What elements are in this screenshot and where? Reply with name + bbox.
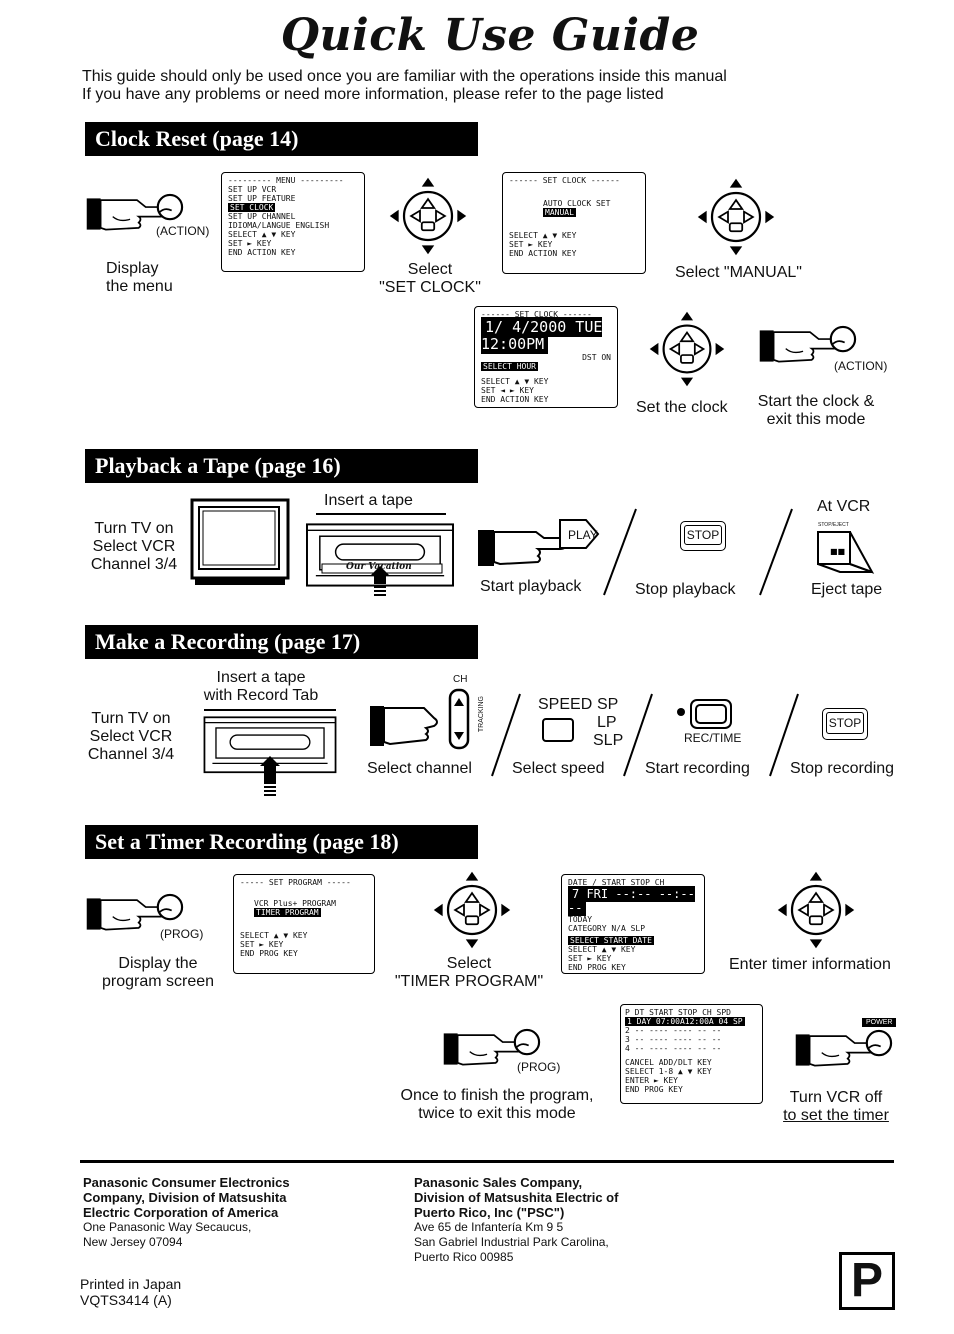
speed-slp: SLP <box>593 732 624 749</box>
turn-tv-caption: Turn TV on Select VCR Channel 3/4 <box>90 520 178 573</box>
intro-text: This guide should only be used once you … <box>82 68 727 104</box>
speed-label: SPEED <box>538 696 593 713</box>
select-manual-caption: Select "MANUAL" <box>675 264 802 281</box>
start-clock-caption: Start the clock & exit this mode <box>757 393 875 428</box>
set-the-clock-caption: Set the clock <box>636 399 728 416</box>
channel-hand-icon <box>370 688 470 750</box>
play-hand-icon <box>478 519 600 566</box>
tape-label: Our Vacation <box>346 562 412 572</box>
enter-timer-info-caption: Enter timer information <box>729 956 891 973</box>
timer-heading: Set a Timer Recording (page 18) <box>85 825 478 859</box>
set-clock-screen: ------ SET CLOCK ------ AUTO CLOCK SET M… <box>502 172 646 274</box>
turn-vcr-off-caption: Turn VCR off to set the timer <box>783 1089 889 1124</box>
speed-lp: LP <box>597 714 617 731</box>
recording-heading: Make a Recording (page 17) <box>85 625 478 659</box>
program-list-screen: P DT START STOP CH SPD 1 DAY 07:00A12:00… <box>620 1004 763 1104</box>
eject-key-label: STOP/EJECT <box>818 522 849 528</box>
separator-slash <box>623 693 653 777</box>
speed-sp: SP <box>597 696 619 713</box>
select-set-clock-caption: Select "SET CLOCK" <box>379 261 481 296</box>
insert-tape-caption: Insert a tape <box>324 492 413 509</box>
action-label: (ACTION) <box>156 224 210 238</box>
page-title: Quick Use Guide <box>280 10 700 61</box>
clock-reset-heading: Clock Reset (page 14) <box>85 122 478 156</box>
dpad-icon <box>432 870 512 950</box>
prog-label: (PROG) <box>517 1060 561 1074</box>
start-date-screen: DATE / START STOP CH 7 FRI --:-- --:-- -… <box>561 874 705 974</box>
footer-divider <box>80 1160 894 1163</box>
eject-tape-caption: Eject tape <box>811 581 883 598</box>
intro-line-2: If you have any problems or need more in… <box>82 86 664 103</box>
dpad-icon <box>776 870 856 950</box>
vcr-icon <box>203 709 337 796</box>
stop-button-icon: STOP <box>680 521 726 551</box>
dpad-icon <box>388 176 468 256</box>
rec-time-label: REC/TIME <box>684 731 742 745</box>
insert-tape-record-caption: Insert a tape with Record Tab <box>203 669 319 704</box>
finish-caption: Once to finish the program, twice to exi… <box>400 1087 594 1122</box>
select-speed-caption: Select speed <box>512 760 605 777</box>
footer-right-address: Panasonic Sales Company, Division of Mat… <box>414 1175 619 1264</box>
power-hand-icon <box>790 1024 902 1076</box>
footer-left-address: Panasonic Consumer Electronics Company, … <box>83 1175 290 1249</box>
stop-playback-caption: Stop playback <box>635 581 736 598</box>
dpad-icon <box>696 177 776 257</box>
dpad-icon <box>648 310 726 388</box>
tv-icon <box>190 498 290 585</box>
stop-button-icon: STOP <box>822 708 868 740</box>
power-key-label: POWER <box>862 1018 897 1027</box>
ch-label: CH <box>453 674 468 685</box>
vcr-icon <box>306 513 454 596</box>
start-recording-caption: Start recording <box>645 760 750 777</box>
set-program-screen: ----- SET PROGRAM ----- VCR Plus+ PROGRA… <box>233 874 375 974</box>
stop-recording-caption: Stop recording <box>790 760 895 777</box>
action-label: (ACTION) <box>834 359 888 373</box>
speed-button-icon <box>542 718 574 742</box>
separator-slash <box>603 508 637 596</box>
record-button-icon <box>677 699 732 729</box>
tracking-label: TRACKING <box>478 696 485 733</box>
separator-slash <box>769 693 799 777</box>
menu-screen: --------- MENU --------- SET UP VCR SET … <box>221 172 365 272</box>
play-key-label: PLAY <box>568 528 598 542</box>
set-time-screen: ------ SET CLOCK ------ 1/ 4/2000 TUE 12… <box>474 306 618 408</box>
at-vcr-caption: At VCR <box>817 498 871 515</box>
select-timer-program-caption: Select "TIMER PROGRAM" <box>394 955 544 990</box>
display-menu-caption: Display the menu <box>106 260 173 295</box>
prog-label: (PROG) <box>160 927 204 941</box>
separator-slash <box>759 508 793 596</box>
intro-line-1: This guide should only be used once you … <box>82 68 727 85</box>
print-info: Printed in Japan VQTS3414 (A) <box>80 1276 182 1308</box>
playback-heading: Playback a Tape (page 16) <box>85 449 478 483</box>
display-program-caption: Display the program screen <box>101 955 215 990</box>
separator-slash <box>491 693 521 777</box>
svg-text:■■: ■■ <box>830 547 845 556</box>
start-playback-caption: Start playback <box>480 578 582 595</box>
select-channel-caption: Select channel <box>367 760 472 777</box>
corner-letter-box: P <box>839 1252 895 1310</box>
turn-tv-caption: Turn TV on Select VCR Channel 3/4 <box>87 710 175 763</box>
eject-button-icon: ■■ <box>817 531 875 574</box>
